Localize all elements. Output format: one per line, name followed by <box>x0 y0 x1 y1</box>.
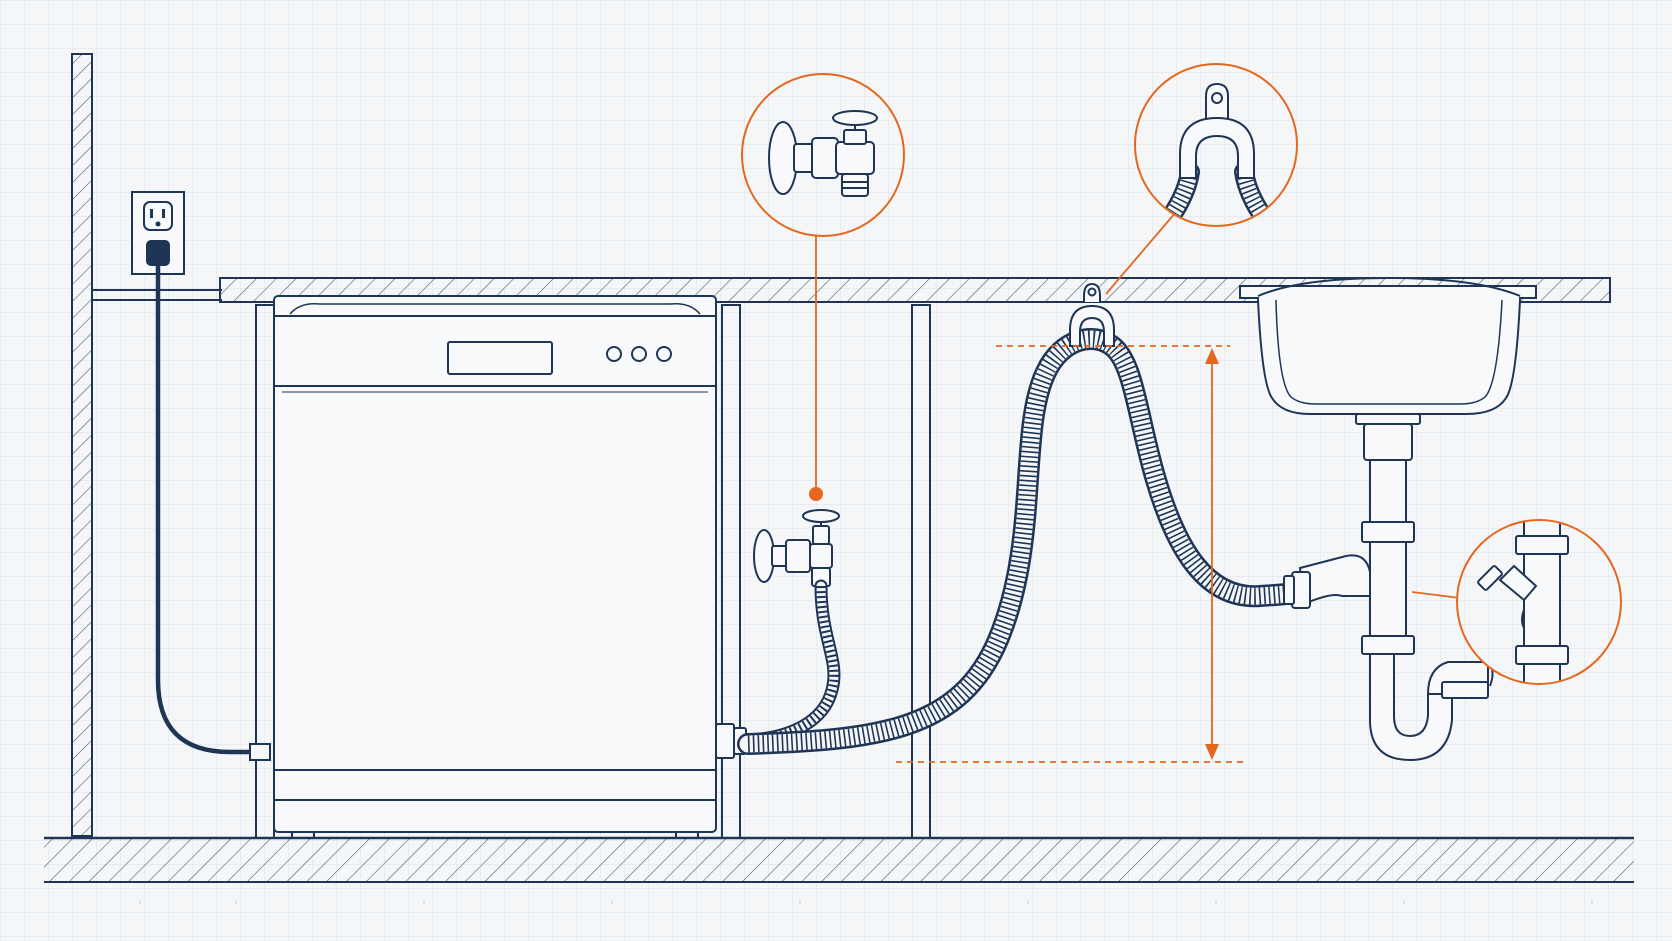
sink-basin <box>1239 276 1537 425</box>
dishwasher-control-knob <box>606 346 622 362</box>
dishwasher-control-knob <box>631 346 647 362</box>
callout-drain-wye <box>1411 519 1622 685</box>
wall <box>71 53 93 837</box>
drain-wye-icon <box>1477 521 1569 683</box>
shutoff-valve-icon <box>768 110 878 197</box>
drain-hose-high-loop-clamp <box>1069 282 1115 347</box>
p-trap <box>1361 635 1494 762</box>
dishwasher <box>273 295 717 839</box>
power-outlet <box>131 191 185 275</box>
power-cord <box>155 263 261 755</box>
cabinet-frame <box>92 289 931 839</box>
grid-tick-marks <box>139 900 1593 904</box>
power-outlet-icon <box>131 191 185 275</box>
power-cord-connector <box>249 743 271 761</box>
callout-high-loop-clamp <box>1105 63 1298 295</box>
callout-water-supply-valve <box>741 73 905 501</box>
corrugated-drain-hose <box>737 328 1314 755</box>
dishwasher-control-knob <box>656 346 672 362</box>
water-supply-valve <box>753 509 840 587</box>
drain-wye-fitting <box>1283 541 1407 643</box>
drain-loop-height-dimension <box>896 345 1248 763</box>
sink-tailpiece <box>1361 423 1415 543</box>
floor <box>44 836 1634 883</box>
dishwasher-control-display <box>447 341 553 375</box>
